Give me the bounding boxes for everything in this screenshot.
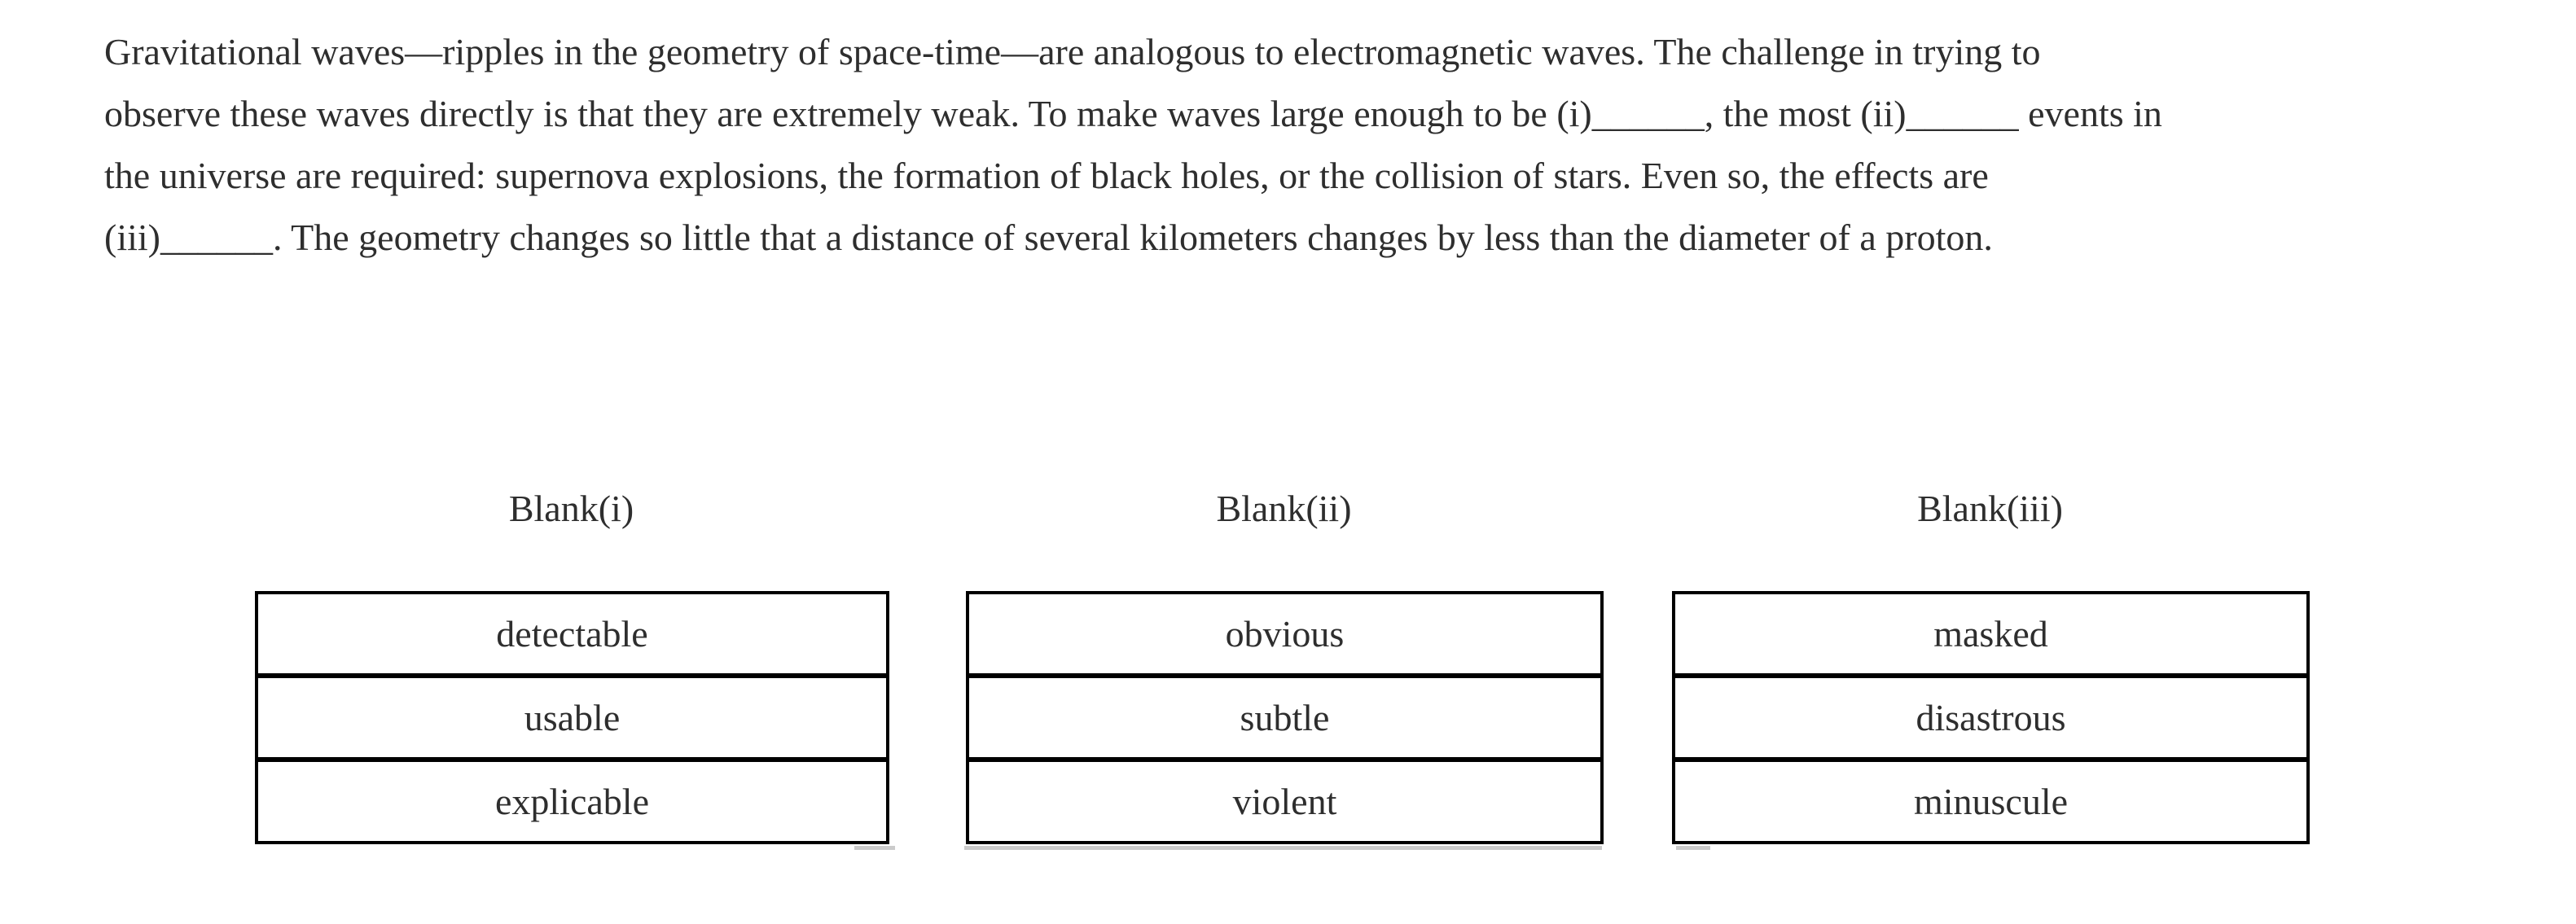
blank-i-choice-table: detectable usable explicable: [255, 591, 889, 844]
blank-i-option-2[interactable]: usable: [256, 676, 889, 760]
question-passage: Gravitational waves—ripples in the geome…: [104, 21, 2162, 269]
table-shadow-line: [964, 846, 1602, 850]
passage-line-3: the universe are required: supernova exp…: [104, 155, 1989, 196]
passage-line-1: Gravitational waves—ripples in the geome…: [104, 31, 2041, 72]
blank-i-header: Blank(i): [508, 488, 634, 529]
blank-ii-option-2[interactable]: subtle: [967, 676, 1603, 760]
table-shadow-line: [1676, 846, 1710, 850]
passage-line-2: observe these waves directly is that the…: [104, 93, 2162, 134]
blank-iii-option-1[interactable]: masked: [1673, 592, 2309, 676]
blank-ii-option-3[interactable]: violent: [967, 760, 1603, 843]
blank-iii-choice-table: masked disastrous minuscule: [1672, 591, 2310, 844]
blank-iii-header: Blank(iii): [1917, 488, 2063, 529]
blank-ii-choice-table: obvious subtle violent: [966, 591, 1604, 844]
blank-ii-header: Blank(ii): [1216, 488, 1352, 529]
passage-line-4: (iii)______. The geometry changes so lit…: [104, 217, 1993, 258]
blank-i-option-1[interactable]: detectable: [256, 592, 889, 676]
blank-i-option-3[interactable]: explicable: [256, 760, 889, 843]
blank-ii-option-1[interactable]: obvious: [967, 592, 1603, 676]
table-shadow-line: [854, 846, 895, 850]
blank-iii-option-3[interactable]: minuscule: [1673, 760, 2309, 843]
blank-iii-option-2[interactable]: disastrous: [1673, 676, 2309, 760]
